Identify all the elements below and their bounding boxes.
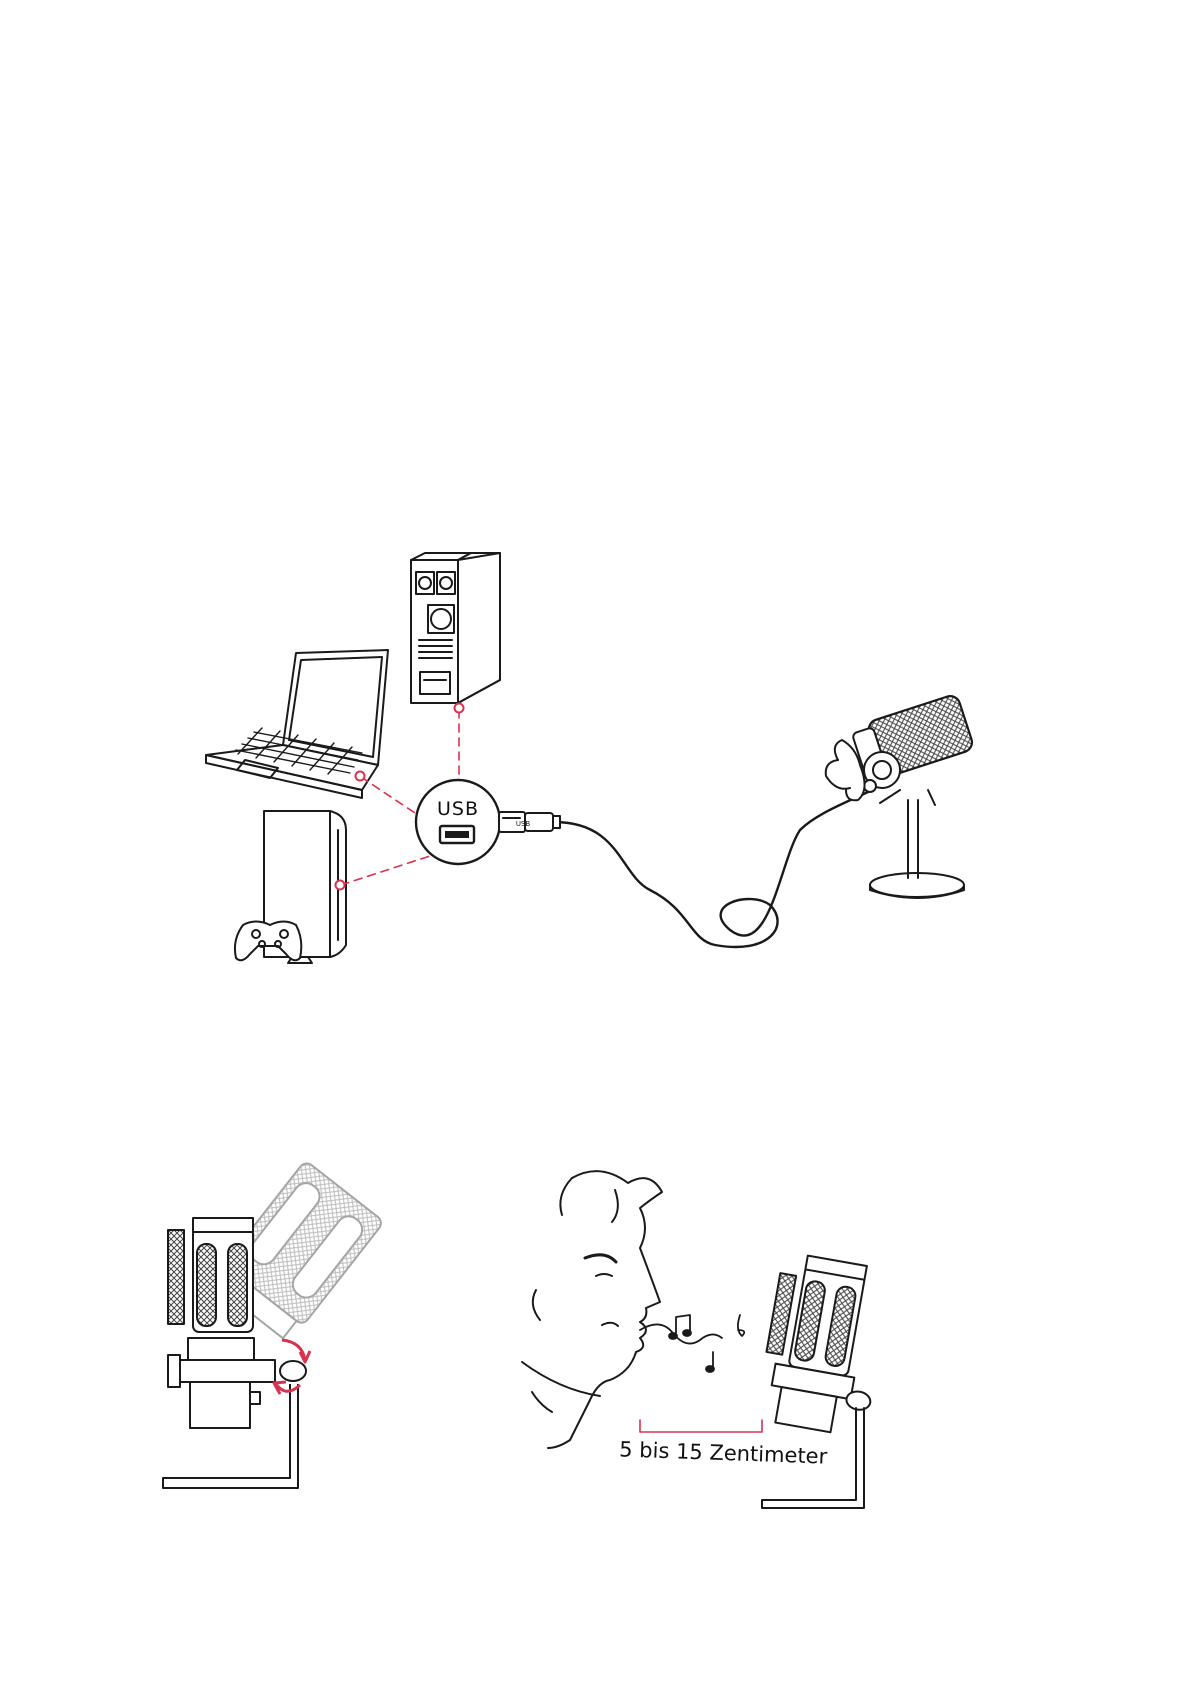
music-note-icon <box>640 1315 744 1372</box>
desktop-tower-icon <box>411 553 500 703</box>
distance-marker <box>640 1420 762 1432</box>
usb-label: USB <box>437 798 479 820</box>
microphone-icon <box>826 694 975 898</box>
connection-diagram <box>206 553 975 963</box>
microphone-icon <box>755 1251 894 1438</box>
usb-port-icon <box>416 780 500 864</box>
angle-adjust-diagram <box>163 1160 384 1488</box>
distance-label: 5 bis 15 Zentimeter <box>619 1437 828 1468</box>
usb-plug-marking: USB <box>516 820 531 828</box>
face-profile-icon <box>522 1171 662 1448</box>
